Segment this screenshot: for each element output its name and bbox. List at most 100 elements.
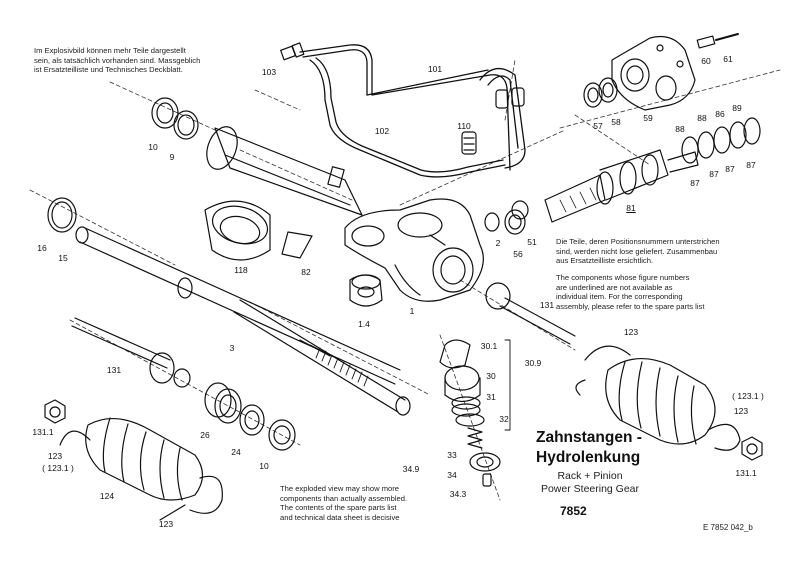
part-label-underlined: 81 xyxy=(626,203,636,213)
part-label: 33 xyxy=(447,450,457,460)
part-label: 24 xyxy=(231,447,241,457)
part-label: 57 xyxy=(593,121,603,131)
cylinder-tube xyxy=(206,126,363,216)
part-label: 15 xyxy=(58,253,68,263)
nut-131-1-right xyxy=(741,436,763,461)
clamp-123-left xyxy=(59,430,223,521)
part-label: 87 xyxy=(709,169,719,179)
part-label: 123 xyxy=(47,451,63,461)
part-label: 3 xyxy=(229,343,235,353)
line-bracket xyxy=(495,87,525,109)
part-label: 2 xyxy=(495,238,501,248)
bellows-boot-right xyxy=(605,357,716,445)
part-label: 60 xyxy=(701,56,711,66)
oring-2 xyxy=(484,212,500,232)
title-en: Rack + Pinion Power Steering Gear xyxy=(520,470,660,496)
title-en-line2: Power Steering Gear xyxy=(540,483,640,495)
note-exploded-view-en: The exploded view may show more componen… xyxy=(280,484,408,522)
part-label: 30 xyxy=(486,371,496,381)
adjuster-34 xyxy=(469,452,501,487)
seal-24 xyxy=(239,404,265,436)
bracket-30-9 xyxy=(504,339,511,431)
part-label: 86 xyxy=(715,109,725,119)
pressure-line-101 xyxy=(299,44,526,171)
part-label: 30.9 xyxy=(524,358,542,368)
valve-housing-59 xyxy=(611,35,696,111)
part-label: 118 xyxy=(234,265,248,275)
clamp-123-right xyxy=(575,345,741,451)
outer-tube-15 xyxy=(75,226,401,385)
part-label: 32 xyxy=(499,414,509,424)
part-label: 82 xyxy=(301,267,311,277)
bellows-boot-124 xyxy=(85,417,204,501)
title-de-line2: Hydrolenkung xyxy=(536,449,641,466)
rack-3 xyxy=(233,299,411,416)
part-label: 1.4 xyxy=(358,319,370,329)
bolt-60 xyxy=(696,35,716,49)
seal-51 xyxy=(511,200,529,220)
part-label: 10 xyxy=(148,142,158,152)
bearing-57 xyxy=(583,82,603,108)
part-label: 34.3 xyxy=(449,489,467,499)
part-label: 87 xyxy=(746,160,756,170)
hose-clip-110 xyxy=(461,131,477,155)
part-label: ( 123.1 ) xyxy=(42,463,74,473)
seal-ring-10 xyxy=(151,97,179,129)
bushing-118 xyxy=(204,200,271,261)
part-label: 1 xyxy=(409,306,415,316)
model-number: 7852 xyxy=(560,504,587,518)
part-label: 9 xyxy=(169,152,175,162)
note-exploded-view-de: Im Explosivbild können mehr Teile darges… xyxy=(34,46,201,75)
title-en-line1: Rack + Pinion xyxy=(557,470,623,482)
part-label: 89 xyxy=(732,103,742,113)
title-de: Zahnstangen - Hydrolenkung xyxy=(536,428,666,468)
part-label: 123 xyxy=(733,406,749,416)
bearing-58 xyxy=(598,77,618,103)
seal-10-lower xyxy=(268,419,296,451)
part-label: 102 xyxy=(374,126,390,136)
part-label: 30.1 xyxy=(480,341,498,351)
document-reference: E 7852 042_b xyxy=(703,523,753,532)
washer-61 xyxy=(715,33,739,41)
part-label: 88 xyxy=(675,124,685,134)
part-label: 124 xyxy=(99,491,115,501)
plate-82 xyxy=(281,231,313,259)
part-label: 51 xyxy=(527,237,537,247)
part-label: 131 xyxy=(106,365,122,375)
part-label: 87 xyxy=(690,178,700,188)
note-underlined-de: Die Teile, deren Positionsnummern unters… xyxy=(556,237,720,266)
title-de-line1: Zahnstangen - xyxy=(536,429,642,446)
tie-rod-131-left xyxy=(71,317,191,388)
part-label: 88 xyxy=(697,113,707,123)
part-label: 131 xyxy=(539,300,555,310)
nut-131-1-left xyxy=(44,399,66,424)
part-label: 34 xyxy=(447,470,457,480)
part-label: 59 xyxy=(643,113,653,123)
part-label: 16 xyxy=(37,243,47,253)
spring-31 xyxy=(451,396,481,417)
part-label: 103 xyxy=(261,67,277,77)
part-label: 131.1 xyxy=(32,427,54,437)
seal-56 xyxy=(504,209,526,235)
pressure-pad-30 xyxy=(444,365,481,403)
part-label: 61 xyxy=(723,54,733,64)
part-label: 131.1 xyxy=(735,468,757,478)
pinion-valve-81 xyxy=(544,149,699,223)
seal-rings-88-89 xyxy=(681,117,761,164)
oring-32 xyxy=(455,413,485,427)
note-underlined-en: The components whose figure numbers are … xyxy=(556,273,705,311)
part-label: 58 xyxy=(611,117,621,127)
part-label: 10 xyxy=(259,461,269,471)
part-label: 123 xyxy=(158,519,174,529)
pressure-pad-30-1 xyxy=(439,339,471,369)
part-label: 26 xyxy=(200,430,210,440)
bushing-1-4 xyxy=(349,274,383,307)
pressure-line-102 xyxy=(309,57,506,178)
spring-33 xyxy=(467,427,483,449)
part-label: 87 xyxy=(725,164,735,174)
part-label: 110 xyxy=(457,121,471,131)
part-label: ( 123.1 ) xyxy=(732,391,764,401)
circlip-16 xyxy=(47,197,77,233)
steering-housing-1 xyxy=(344,198,484,302)
